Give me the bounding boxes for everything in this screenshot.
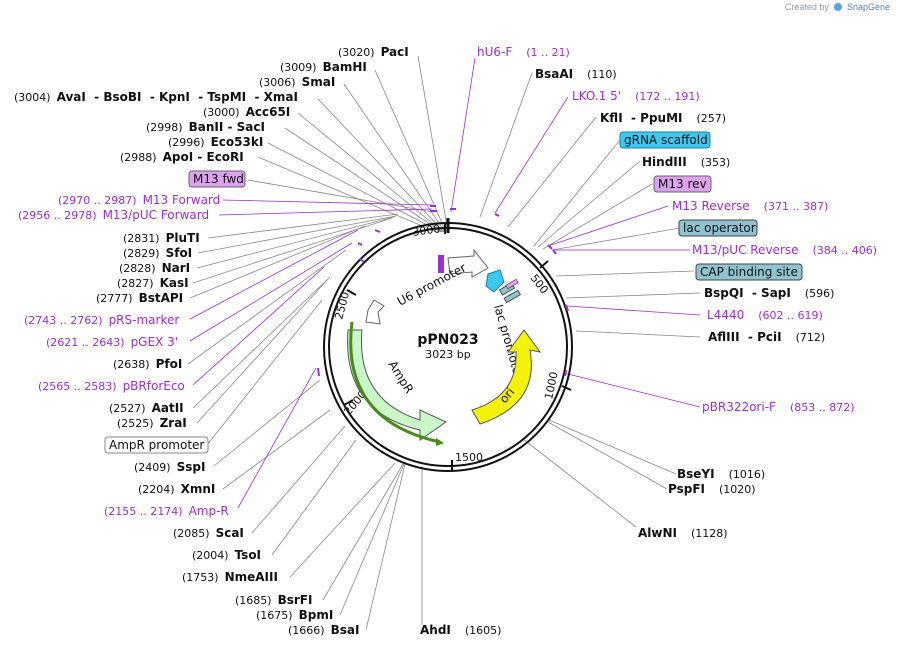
feature-ampr[interactable] (347, 321, 448, 446)
site-scai[interactable]: (2085)ScaI (173, 526, 244, 540)
site-bsai[interactable]: (1666)BsaI (288, 623, 359, 637)
site-kfli-ppumi[interactable]: KflI - PpuMI(257) (600, 111, 726, 125)
primer-hu6-f[interactable]: hU6-F(1 .. 21) (477, 45, 570, 59)
created-by-credit: Created by SnapGene (785, 2, 890, 12)
credit-prefix: Created by (784, 2, 829, 12)
credit-brand: SnapGene (846, 2, 890, 12)
site-acc65i[interactable]: (3000)Acc65I (203, 105, 290, 119)
primer-prs-marker[interactable]: (2743 .. 2762)pRS-marker (24, 313, 179, 327)
primer-m13-puc-reverse[interactable]: M13/pUC Reverse(384 .. 406) (692, 243, 877, 257)
tick-label-3000: 3000 (412, 222, 442, 239)
site-alwni[interactable]: AlwNI(1128) (638, 526, 728, 540)
primer-m13-puc-forward[interactable]: (2956 .. 2978)M13/pUC Forward (18, 208, 209, 222)
ring-marks (317, 205, 569, 377)
site-eco53ki[interactable]: (2996)Eco53kI (168, 135, 263, 149)
lac-operator-box (678, 219, 758, 237)
site-nmeaiii[interactable]: (1753)NmeAIII (182, 570, 278, 584)
site-bspqi-sapi[interactable]: BspQI - SapI(596) (704, 286, 834, 300)
site-pluti[interactable]: (2831)PluTI (123, 231, 200, 245)
ampr-label: AmpR (385, 358, 416, 396)
site-apoi-ecori[interactable]: (2988)ApoI - EcoRI (120, 150, 244, 164)
site-ahdi[interactable]: AhdI(1605) (420, 623, 501, 637)
tick-label-1500: 1500 (455, 451, 483, 464)
coordinate-ticks (343, 223, 572, 471)
primer-pbr322ori-f[interactable]: pBR322ori-F(853 .. 872) (702, 400, 855, 414)
u6-promoter-label: U6 promoter (395, 261, 469, 309)
feature-m13-fwd-label[interactable]: M13 fwd (193, 172, 244, 186)
feature-m13-rev-label[interactable]: M13 rev (658, 177, 707, 191)
site-aatii[interactable]: (2527)AatII (109, 401, 184, 415)
feature-ori[interactable] (471, 329, 542, 425)
site-pspfi[interactable]: PspFI(1020) (668, 482, 756, 496)
site-avai-group[interactable]: (3004)AvaI - BsoBI - KpnI - TspMI - XmaI (14, 90, 298, 104)
feature-grna-scaffold[interactable] (485, 269, 505, 293)
tick-label-500: 500 (528, 272, 551, 297)
snapgene-logo-icon (834, 3, 843, 11)
feature-cap-binding-site-label[interactable]: CAP binding site (700, 265, 798, 279)
primer-m13-forward[interactable]: (2970 .. 2987)M13 Forward (58, 193, 220, 207)
feature-u6-promoter[interactable] (438, 248, 489, 278)
primer-lko1-5[interactable]: LKO.1 5'(172 .. 191) (572, 89, 700, 103)
site-hindiii[interactable]: HindIII(353) (642, 155, 730, 169)
site-xmni[interactable]: (2204)XmnI (138, 482, 215, 496)
site-afliii-pcii[interactable]: AflIII - PciI(712) (708, 330, 825, 344)
primer-m13-reverse[interactable]: M13 Reverse(371 .. 387) (672, 199, 828, 213)
feature-ampr-promoter-label[interactable]: AmpR promoter (109, 438, 204, 452)
site-bsrfi[interactable]: (1685)BsrFI (235, 593, 312, 607)
primer-pbrforeco[interactable]: (2565 .. 2583)pBRforEco (38, 379, 185, 393)
grna-scaffold-box (619, 131, 711, 149)
site-bamhi[interactable]: (3009)BamHI (280, 60, 367, 74)
leader-lines (187, 55, 701, 631)
site-sspi[interactable]: (2409)SspI (134, 460, 205, 474)
primer-pgex3[interactable]: (2621 .. 2643)pGEX 3' (46, 335, 178, 349)
site-sfoi[interactable]: (2829)SfoI (123, 246, 192, 260)
primer-l4440[interactable]: L4440(602 .. 619) (707, 308, 823, 322)
site-bsaai[interactable]: BsaAI(110) (535, 67, 617, 81)
plasmid-length: 3023 bp (425, 348, 470, 361)
feature-lac-operator[interactable] (498, 278, 521, 304)
site-smai[interactable]: (3006)SmaI (259, 75, 335, 89)
primer-amp-r[interactable]: (2155 .. 2174)Amp-R (104, 504, 229, 518)
cap-binding-site-box (695, 263, 803, 281)
feature-lac-operator-label[interactable]: lac operator (683, 221, 756, 235)
site-tsoi[interactable]: (2004)TsoI (192, 548, 261, 562)
site-kasi[interactable]: (2827)KasI (117, 276, 189, 290)
site-bstapi[interactable]: (2777)BstAPI (96, 291, 183, 305)
site-bpmi[interactable]: (1675)BpmI (256, 608, 333, 622)
site-paci[interactable]: (3020)PacI (338, 45, 409, 59)
m13-fwd-box (188, 170, 246, 188)
site-banii-saci[interactable]: (2998)BanII - SacI (146, 120, 265, 134)
feature-grna-scaffold-label[interactable]: gRNA scaffold (624, 133, 708, 147)
tick-label-1000: 1000 (542, 371, 561, 401)
site-zrai[interactable]: (2525)ZraI (117, 416, 187, 430)
plasmid-name: pPN023 (417, 332, 478, 348)
feature-ampr-promoter[interactable] (365, 299, 385, 325)
m13-rev-box (653, 175, 712, 193)
ampr-promoter-box (104, 436, 209, 454)
site-bseyi[interactable]: BseYI(1016) (677, 467, 765, 481)
site-pfoi[interactable]: (2638)PfoI (113, 357, 182, 371)
site-nari[interactable]: (2828)NarI (119, 261, 190, 275)
